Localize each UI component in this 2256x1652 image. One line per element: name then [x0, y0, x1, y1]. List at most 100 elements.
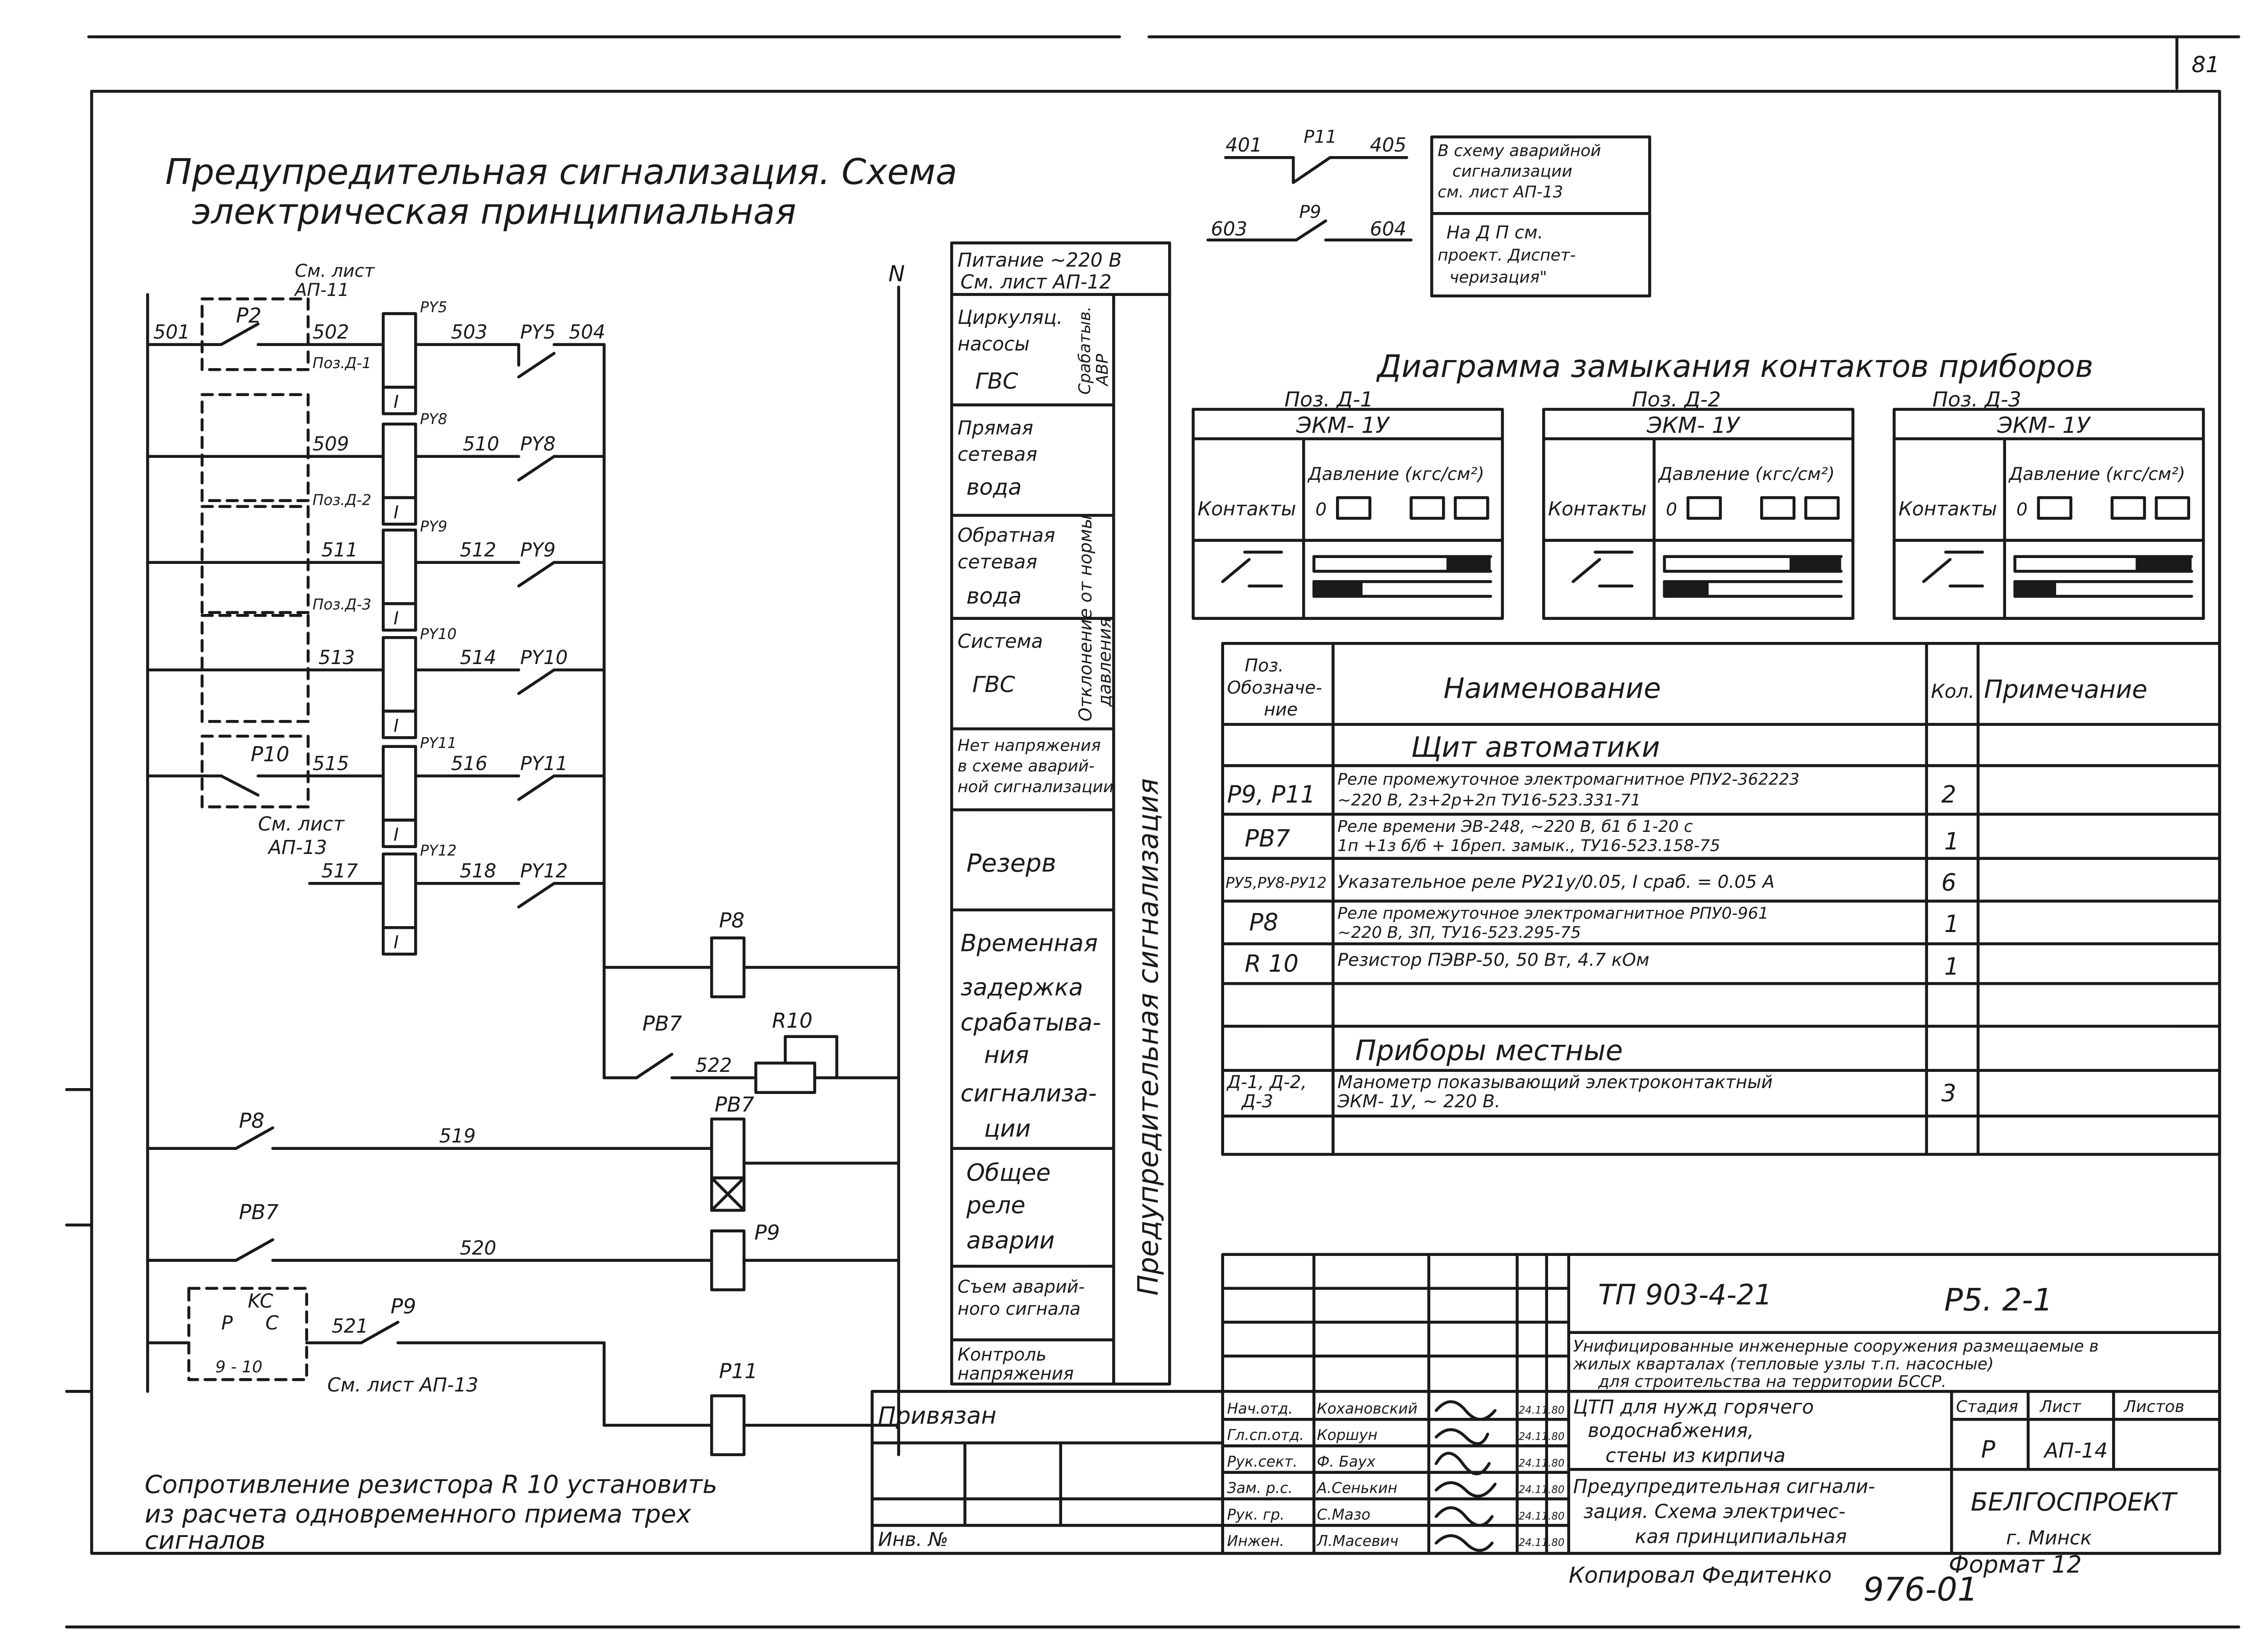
wire-label: 503: [451, 322, 487, 344]
function-row-text: сигнализа-: [961, 1080, 1097, 1107]
function-row-text: вода: [966, 583, 1022, 609]
titleblock-drawing-name: Предупредительная сигнали-: [1573, 1476, 1875, 1498]
titleblock-section-code: Р5. 2-1: [1944, 1282, 2053, 1318]
wire-label: 603: [1211, 218, 1248, 240]
resistor-note-line3: сигналов: [145, 1527, 266, 1555]
function-row-text: ГВС: [972, 672, 1015, 697]
relay-coil-label: PY12: [420, 842, 457, 859]
component-label: P9: [391, 1294, 416, 1318]
coil-mark: I: [393, 716, 399, 736]
component-label: KC: [248, 1290, 273, 1312]
component-label: P9: [754, 1221, 780, 1245]
function-row-text: сетевая: [957, 551, 1037, 573]
titleblock-city: г. Минск: [2006, 1527, 2092, 1550]
relay-contact-label: PY8: [520, 434, 555, 456]
drawing-fills: [1314, 556, 2192, 596]
titleblock-drawing-name: зация. Схема электричес-: [1583, 1501, 1845, 1523]
relay-contact-label: PY5: [520, 322, 555, 344]
ref-label: Поз.Д-1: [313, 355, 371, 372]
function-row-text: сетевая: [957, 444, 1037, 466]
function-row-text: ной сигнализации: [957, 778, 1114, 796]
spec-qty: 2: [1941, 781, 1956, 808]
spec-name: ~220 В, 2з+2р+2п ТУ16-523.331-71: [1337, 791, 1641, 809]
spec-qty: 1: [1944, 828, 1959, 855]
spec-name: Манометр показывающий электроконтактный: [1337, 1072, 1773, 1093]
function-row-text: задержка: [961, 974, 1083, 1001]
coil-mark: I: [393, 503, 399, 523]
relay-contact-label: PY11: [520, 753, 568, 775]
ref-label: См. лист: [295, 261, 375, 281]
external-note: проект. Диспет-: [1438, 246, 1576, 265]
component-label: P11: [1304, 127, 1336, 148]
spec-name: Реле промежуточное электромагнитное РПУ0…: [1337, 904, 1768, 923]
function-row-text: насосы: [957, 333, 1030, 355]
ref-label: См. лист АП-13: [327, 1374, 478, 1396]
spec-qty: 6: [1941, 870, 1956, 897]
component-label: C: [265, 1312, 279, 1334]
titleblock-stage-header: Стадия: [1956, 1398, 2018, 1416]
wire-label: 516: [451, 753, 487, 775]
function-column-vertical-label: Предупредительная сигнализация: [1132, 778, 1165, 1296]
gauge-position: Поз. Д-1: [1285, 388, 1373, 411]
ref-label: АП-13: [267, 837, 327, 859]
function-row-text: аварии: [966, 1227, 1055, 1255]
function-row-text: Контроль: [957, 1345, 1046, 1365]
staff-role: Зам. р.с.: [1227, 1480, 1293, 1497]
spec-header-qty: Кол.: [1931, 681, 1975, 703]
function-row-text: в схеме аварий-: [957, 757, 1095, 775]
function-row-text: вода: [966, 475, 1022, 500]
resistor-note-line1: Сопротивление резистора R 10 установить: [145, 1471, 717, 1500]
drawing-title-line2: электрическая принципиальная: [192, 191, 796, 232]
function-row-text: ния: [984, 1042, 1029, 1069]
spec-qty: 1: [1944, 954, 1959, 981]
wire-label: 520: [460, 1237, 496, 1260]
external-note: сигнализации: [1452, 162, 1572, 181]
function-row-text: напряжения: [957, 1364, 1074, 1384]
ref-label: АП-11: [294, 280, 349, 300]
titleblock-sheet-header: Лист: [2039, 1398, 2081, 1416]
component-label: 9 - 10: [215, 1358, 262, 1376]
titleblock-object: стены из кирпича: [1605, 1445, 1785, 1467]
titleblock-inv: Инв. №: [878, 1529, 948, 1551]
function-row-text: реле: [966, 1192, 1026, 1219]
staff-date: 24.11.80: [1519, 1537, 1565, 1549]
external-note: На Д П см.: [1447, 223, 1543, 243]
staff-name: А.Сенькин: [1316, 1480, 1397, 1497]
component-label: P9: [1299, 202, 1321, 222]
gauge-pressure-label: Давление (кгс/см²): [2008, 464, 2186, 485]
staff-date: 24.11.80: [1519, 1404, 1565, 1416]
function-column-header: См. лист АП-12: [961, 272, 1112, 294]
wire-label: 509: [313, 434, 349, 456]
diagram-title: Диаграмма замыкания контактов приборов: [1376, 349, 2093, 385]
spec-pos: Д-3: [1241, 1091, 1273, 1112]
wire-label: 511: [321, 540, 358, 562]
staff-role: Рук.сект.: [1227, 1453, 1298, 1470]
ref-label: Поз.Д-2: [313, 491, 371, 508]
coil-mark: I: [393, 392, 399, 412]
wire-label: 514: [460, 647, 496, 669]
wire-label: 502: [313, 322, 349, 344]
spec-pos: PB7: [1245, 826, 1290, 853]
component-label: P10: [251, 742, 290, 766]
component-label: P8: [719, 909, 744, 932]
staff-role: Рук. гр.: [1227, 1506, 1285, 1523]
wire-label: 512: [460, 540, 496, 562]
function-row-text: ного сигнала: [957, 1299, 1081, 1320]
external-note: см. лист АП-13: [1438, 183, 1563, 201]
staff-name: Ф. Баух: [1317, 1453, 1376, 1470]
gauge-contacts-label: Контакты: [1899, 498, 1997, 520]
spec-header-pos: Обозначе-: [1227, 678, 1322, 698]
titleblock-sheets-header: Листов: [2123, 1398, 2184, 1416]
gauge-zero: 0: [1666, 499, 1677, 520]
titleblock-purpose: для строительства на территории БССР.: [1598, 1373, 1946, 1391]
spec-pos: R 10: [1245, 951, 1299, 978]
wire-label: 518: [460, 860, 496, 882]
coil-mark: I: [393, 825, 399, 845]
titleblock-object: ЦТП для нужд горячего: [1573, 1396, 1814, 1418]
titleblock-doc-code: ТП 903-4-21: [1598, 1278, 1772, 1311]
function-column-header: Питание ~220 В: [957, 249, 1122, 272]
wire-label: 521: [332, 1315, 368, 1338]
relay-coil-label: PY5: [420, 299, 447, 316]
copy-number: 976-01: [1863, 1570, 1978, 1608]
